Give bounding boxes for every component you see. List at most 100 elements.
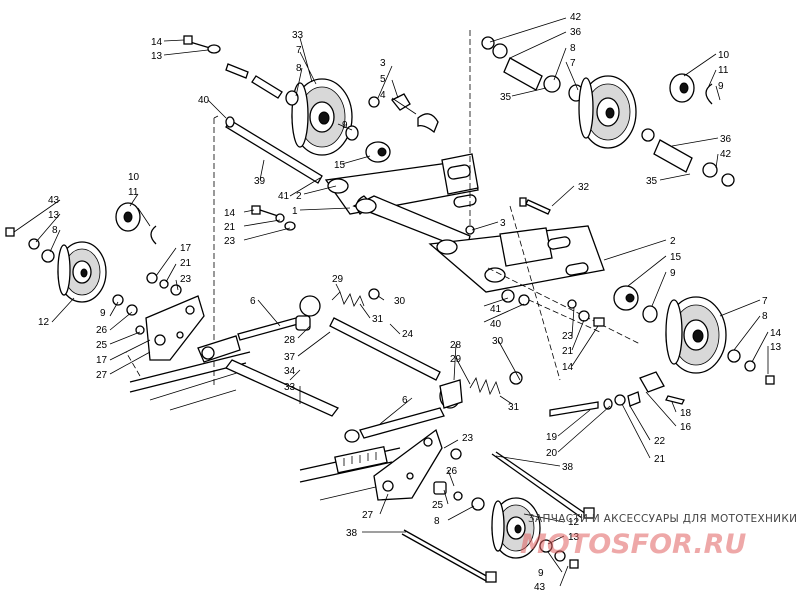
callout-39: 39 — [254, 176, 266, 187]
callout-31: 31 — [508, 402, 520, 413]
callout-28: 28 — [450, 340, 462, 351]
callout-17: 17 — [96, 355, 108, 366]
callout-21: 21 — [562, 346, 574, 357]
callout-28: 28 — [284, 335, 296, 346]
callout-30: 30 — [492, 336, 504, 347]
callout-41: 41 — [490, 304, 502, 315]
idler-wheel-upper-right — [481, 36, 735, 187]
front-arm-assembly — [213, 30, 641, 386]
callout-21: 21 — [654, 454, 666, 465]
callout-7: 7 — [762, 296, 768, 307]
watermark: ЗАПЧАСТИ И АКСЕССУАРЫ ДЛЯ МОТОТЕХНИКИ MO… — [520, 513, 797, 560]
callout-9: 9 — [670, 268, 676, 279]
callout-32: 32 — [578, 182, 590, 193]
shock-rod-6-upper — [197, 295, 321, 363]
callout-19: 19 — [546, 432, 558, 443]
callout-27: 27 — [96, 370, 108, 381]
callout-43: 43 — [48, 195, 60, 206]
callout-15: 15 — [334, 160, 346, 171]
callout-1: 1 — [292, 206, 298, 217]
washers-23-21-14-right — [501, 289, 605, 327]
callout-24: 24 — [402, 329, 414, 340]
leader-lines — [13, 17, 769, 587]
axle-shaft-39 — [225, 116, 323, 184]
callout-12: 12 — [568, 517, 580, 528]
callout-2: 2 — [296, 191, 302, 202]
callout-38: 38 — [346, 528, 358, 539]
callout-21: 21 — [180, 258, 192, 269]
callout-11: 11 — [128, 187, 139, 198]
callout-3: 3 — [500, 218, 506, 229]
callout-18: 18 — [680, 408, 692, 419]
callout-34: 34 — [284, 366, 296, 377]
callout-41: 41 — [278, 191, 290, 202]
callout-23: 23 — [462, 433, 474, 444]
callout-22: 22 — [654, 436, 666, 447]
callout-8: 8 — [52, 225, 58, 236]
callout-29: 29 — [332, 274, 344, 285]
callout-36: 36 — [570, 27, 582, 38]
callout-11: 11 — [718, 65, 729, 76]
spring-29-31-upper — [331, 288, 380, 307]
callout-14: 14 — [151, 37, 163, 48]
callout-8: 8 — [434, 516, 440, 527]
idler-wheel-left — [5, 227, 145, 335]
callout-10: 10 — [128, 172, 140, 183]
frame-rail — [125, 351, 401, 501]
callout-31: 31 — [372, 314, 384, 325]
callout-25: 25 — [96, 340, 108, 351]
bracket-16-bolt-19 — [549, 371, 685, 417]
callout-13: 13 — [151, 51, 163, 62]
callout-26: 26 — [96, 325, 108, 336]
callout-6: 6 — [402, 395, 408, 406]
nuts-17-21-23-left — [146, 272, 182, 296]
callout-8: 8 — [296, 63, 302, 74]
callout-38: 38 — [562, 462, 574, 473]
callout-35: 35 — [646, 176, 658, 187]
callout-40: 40 — [490, 319, 502, 330]
callout-4: 4 — [380, 90, 386, 101]
watermark-logo: MOTOSFOR.RU — [520, 529, 746, 560]
callout-14: 14 — [224, 208, 236, 219]
callout-14: 14 — [562, 362, 574, 373]
callout-35: 35 — [500, 92, 512, 103]
callout-9: 9 — [538, 568, 544, 579]
callout-23: 23 — [562, 331, 574, 342]
callout-27: 27 — [362, 510, 374, 521]
callout-2: 2 — [670, 236, 676, 247]
tube-37-24 — [224, 317, 441, 417]
callout-29: 29 — [450, 354, 462, 365]
callout-12: 12 — [38, 317, 50, 328]
callout-13: 13 — [770, 342, 782, 353]
bolt-14-upper — [183, 35, 249, 79]
callout-3: 3 — [380, 58, 386, 69]
callout-23: 23 — [224, 236, 236, 247]
callout-26: 26 — [446, 466, 458, 477]
long-bolt-38 — [401, 451, 595, 583]
callout-5: 5 — [380, 74, 386, 85]
callout-25: 25 — [432, 500, 444, 511]
callout-42: 42 — [570, 12, 582, 23]
callout-9: 9 — [100, 308, 106, 319]
callout-13: 13 — [48, 210, 60, 221]
callout-17: 17 — [180, 243, 192, 254]
callout-40: 40 — [198, 95, 210, 106]
bearing-10-11-left — [115, 202, 157, 245]
side-plate-27-lower — [373, 428, 485, 511]
callout-7: 7 — [296, 45, 302, 56]
callout-7: 7 — [570, 58, 576, 69]
callout-15: 15 — [670, 252, 682, 263]
idler-wheel-lower — [491, 497, 579, 569]
callout-30: 30 — [394, 296, 406, 307]
bushing-15-9-right — [613, 285, 658, 323]
callout-6: 6 — [250, 296, 256, 307]
bolt-32 — [465, 197, 551, 235]
callout-9: 9 — [342, 120, 348, 131]
callout-42: 42 — [720, 149, 732, 160]
callout-33: 33 — [292, 30, 304, 41]
bracket-parts-3-5-4 — [345, 93, 439, 163]
callout-21: 21 — [224, 222, 236, 233]
callout-23: 23 — [180, 274, 192, 285]
callout-8: 8 — [762, 311, 768, 322]
washers-14-21-23-left — [251, 205, 296, 231]
